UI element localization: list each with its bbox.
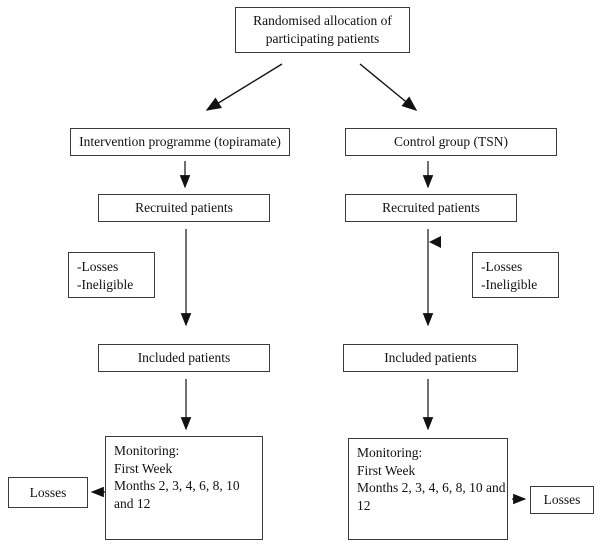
node-monitoring-right: Monitoring: First Week Months 2, 3, 4, 6…	[348, 438, 508, 540]
arrow-allocation-to-control	[359, 63, 418, 111]
node-control-group: Control group (TSN)	[345, 128, 557, 156]
arrow-allocation-to-intervention	[205, 63, 283, 111]
text-line: and 12	[114, 495, 151, 511]
node-losses-left: Losses	[8, 477, 88, 508]
node-exclusions-right: -Losses -Ineligible	[472, 252, 559, 298]
node-exclusions-left: -Losses -Ineligible	[68, 252, 155, 298]
node-recruited-patients-left: Recruited patients	[98, 194, 270, 222]
node-recruited-patients-right: Recruited patients	[345, 194, 517, 222]
text-line: First Week	[357, 462, 416, 478]
node-included-patients-right: Included patients	[343, 344, 518, 372]
text-line: First Week	[114, 460, 173, 476]
text-line: -Ineligible	[77, 276, 134, 292]
text-line: Monitoring:	[357, 445, 423, 460]
arrowhead-left-into-right-line	[429, 236, 441, 248]
text-line: Months 2, 3, 4, 6, 8, 10	[114, 478, 240, 494]
node-randomised-allocation: Randomised allocation of participating p…	[235, 7, 410, 53]
text-line: Months 2, 3, 4, 6, 8, 10 and	[357, 480, 506, 496]
text-line: -Losses	[481, 259, 523, 274]
text-line: Monitoring:	[114, 443, 180, 458]
node-included-patients-left: Included patients	[98, 344, 270, 372]
node-monitoring-left: Monitoring: First Week Months 2, 3, 4, 6…	[105, 436, 263, 540]
node-intervention-programme: Intervention programme (topiramate)	[70, 128, 290, 156]
node-losses-right: Losses	[530, 486, 594, 514]
text-line: -Ineligible	[481, 276, 538, 292]
text-line: 12	[357, 497, 371, 513]
text-line: -Losses	[77, 259, 119, 274]
